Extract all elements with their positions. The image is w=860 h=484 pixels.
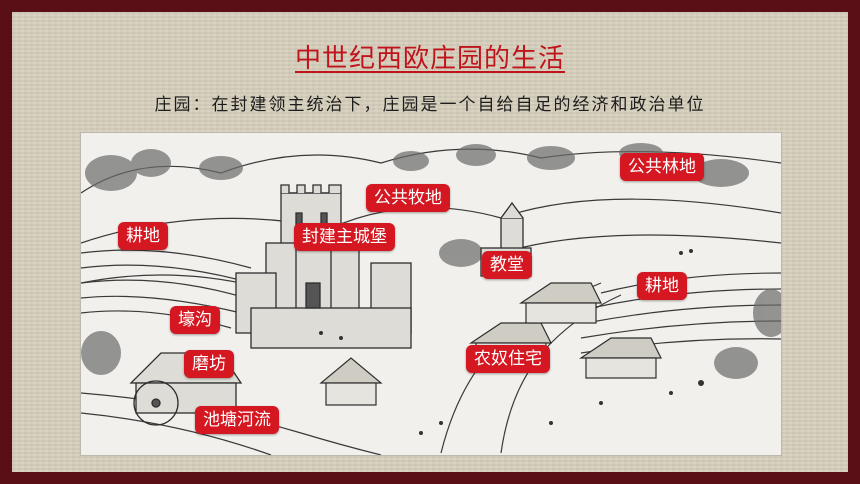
label-pond-river: 池塘河流 (195, 406, 279, 434)
label-farmland-left: 耕地 (118, 222, 168, 250)
slide-subtitle: 庄园：在封建领主统治下，庄园是一个自给自足的经济和政治单位 (154, 95, 706, 115)
label-moat: 壕沟 (170, 306, 220, 334)
label-castle: 封建主城堡 (294, 223, 395, 251)
slide-title: 中世纪西欧庄园的生活 (294, 44, 565, 74)
label-serf-houses: 农奴住宅 (466, 345, 550, 373)
label-church: 教堂 (482, 251, 532, 279)
label-farmland-right: 耕地 (637, 272, 687, 300)
label-mill: 磨坊 (184, 350, 234, 378)
label-public-forest: 公共林地 (620, 153, 704, 181)
slide: 中世纪西欧庄园的生活 庄园：在封建领主统治下，庄园是一个自给自足的经济和政治单位 (12, 12, 848, 472)
label-public-pasture: 公共牧地 (366, 184, 450, 212)
